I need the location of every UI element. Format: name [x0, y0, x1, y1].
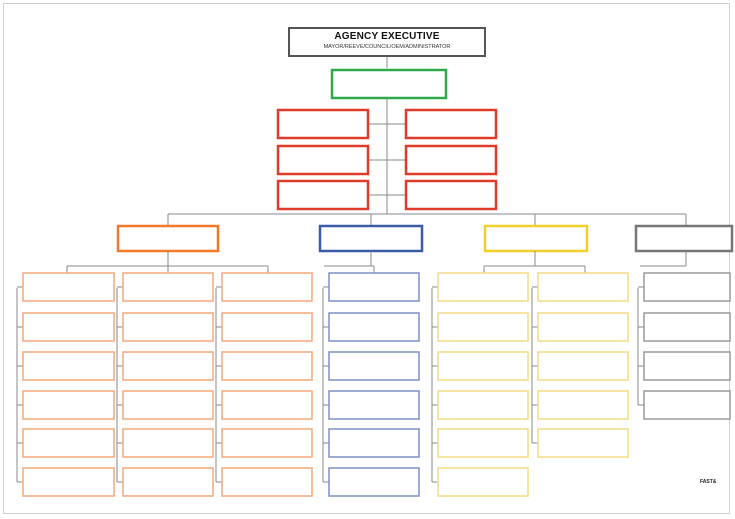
agency-executive-box: AGENCY EXECUTIVE MAYOR/REEVE/COUNCIL/OEM…	[288, 27, 486, 57]
planning-col1-unit-box-2	[328, 312, 420, 342]
operations-col2-unit-box-2	[122, 312, 214, 342]
command-staff-box-right-3	[404, 179, 498, 211]
command-box	[330, 68, 448, 100]
logistics-col1-unit-box-6	[437, 467, 529, 497]
operations-col3-unit-box-1	[221, 272, 313, 302]
finance-col1-unit-box-3	[643, 351, 731, 381]
logistics-col1-unit-box-2	[437, 312, 529, 342]
operations-col1-unit-box-3	[22, 351, 115, 381]
operations-col2-unit-box-1	[122, 272, 214, 302]
operations-col3-unit-box-6	[221, 467, 313, 497]
operations-col2-unit-box-3	[122, 351, 214, 381]
command-staff-box-right-2	[404, 144, 498, 176]
operations-col2-unit-box-5	[122, 428, 214, 458]
command-staff-box-left-1	[276, 108, 370, 140]
planning-col1-unit-box-4	[328, 390, 420, 420]
logistics-col1-unit-box-1	[437, 272, 529, 302]
operations-col3-unit-box-3	[221, 351, 313, 381]
operations-col2-unit-box-4	[122, 390, 214, 420]
planning-col1-unit-box-1	[328, 272, 420, 302]
operations-col1-unit-box-1	[22, 272, 115, 302]
finance-section-box	[634, 224, 734, 253]
logistics-col1-unit-box-3	[437, 351, 529, 381]
logistics-col2-unit-box-1	[537, 272, 629, 302]
command-staff-box-left-2	[276, 144, 370, 176]
planning-col1-unit-box-5	[328, 428, 420, 458]
logistics-col2-unit-box-3	[537, 351, 629, 381]
logistics-col2-unit-box-2	[537, 312, 629, 342]
agency-executive-subtitle: MAYOR/REEVE/COUNCIL/OEM/ADMINISTRATOR	[323, 44, 451, 50]
operations-col1-unit-box-4	[22, 390, 115, 420]
command-staff-box-right-1	[404, 108, 498, 140]
operations-col3-unit-box-5	[221, 428, 313, 458]
finance-col1-unit-box-2	[643, 312, 731, 342]
chart-frame	[3, 3, 730, 514]
operations-col3-unit-box-2	[221, 312, 313, 342]
planning-col1-unit-box-3	[328, 351, 420, 381]
planning-col1-unit-box-6	[328, 467, 420, 497]
finance-col1-unit-box-4	[643, 390, 731, 420]
logistics-section-box	[483, 224, 589, 253]
logistics-col2-unit-box-4	[537, 390, 629, 420]
operations-col3-unit-box-4	[221, 390, 313, 420]
operations-col1-unit-box-5	[22, 428, 115, 458]
planning-section-box	[318, 224, 424, 253]
agency-executive-title: AGENCY EXECUTIVE	[334, 31, 440, 42]
logistics-col1-unit-box-5	[437, 428, 529, 458]
finance-col1-unit-box-1	[643, 272, 731, 302]
operations-col1-unit-box-6	[22, 467, 115, 497]
operations-section-box	[116, 224, 220, 253]
command-staff-box-left-3	[276, 179, 370, 211]
logistics-col1-unit-box-4	[437, 390, 529, 420]
publisher-logo: FAST&	[700, 479, 717, 485]
logistics-col2-unit-box-5	[537, 428, 629, 458]
operations-col2-unit-box-6	[122, 467, 214, 497]
operations-col1-unit-box-2	[22, 312, 115, 342]
